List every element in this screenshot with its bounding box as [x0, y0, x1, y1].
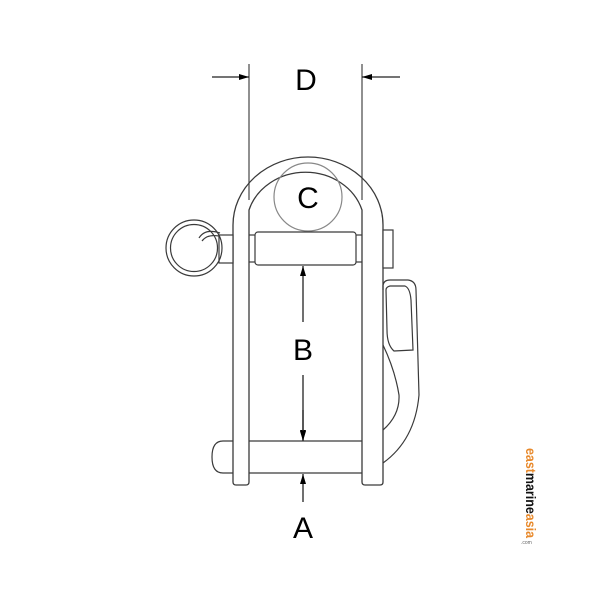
dimension-label-a: A	[293, 512, 313, 545]
bottom-pin	[211, 440, 362, 474]
dimension-label-c: C	[297, 182, 319, 215]
watermark-word-marine: marine	[523, 473, 539, 514]
split-ring-end	[198, 230, 221, 242]
svg-text:eastmarineasia: eastmarineasia	[523, 448, 539, 538]
shackle-outer-outline	[232, 156, 384, 486]
watermark-word-asia: asia	[523, 514, 539, 538]
ring-pin-stub	[218, 234, 234, 264]
split-ring-outer	[165, 219, 223, 277]
dimension-label-d: D	[295, 64, 317, 97]
watermark-suffix: .com	[521, 540, 532, 546]
dimension-label-b: B	[293, 334, 313, 367]
split-ring-inner	[169, 223, 219, 273]
pin-head-tab	[382, 229, 394, 269]
snap-lever-grip	[385, 285, 414, 352]
snap-lever-hook	[382, 344, 400, 431]
c-diameter-circle	[273, 162, 343, 232]
snap-lever-outline	[382, 279, 420, 464]
roller-pin	[254, 231, 357, 266]
watermark-word-east: east	[523, 448, 539, 473]
eastmarineasia-watermark: eastmarineasia .com	[521, 448, 539, 546]
